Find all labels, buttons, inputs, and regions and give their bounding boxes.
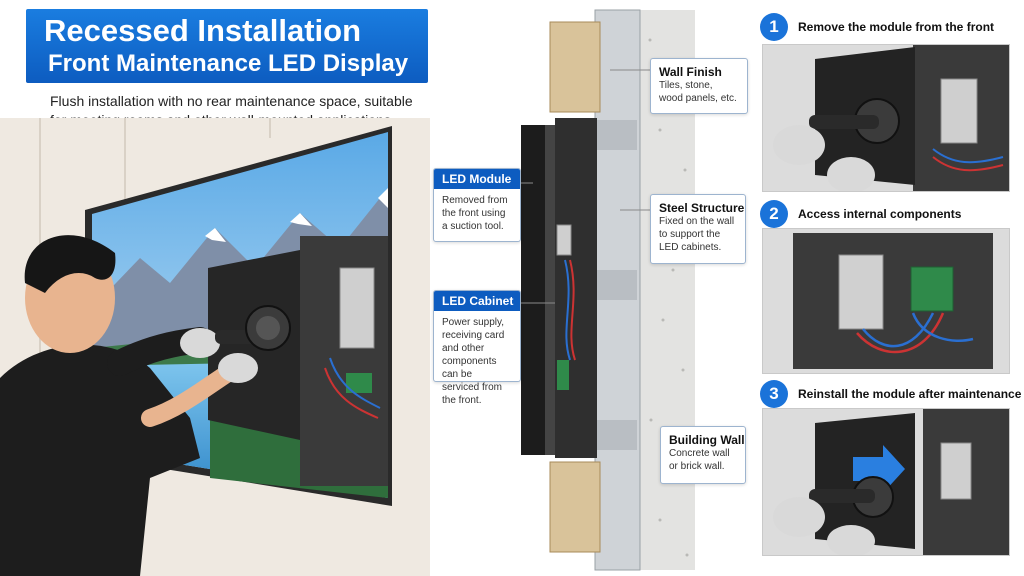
callout-title: LED Cabinet [434,291,520,311]
page-subtitle: Front Maintenance LED Display [48,50,409,77]
callout-title: Building Wall [669,433,745,447]
step-2-number: 2 [760,200,788,228]
glove-hand-icon [773,125,825,165]
callout-text: Tiles, stone, wood panels, etc. [659,80,737,104]
page-title: Recessed Installation [44,13,362,48]
callout-title: LED Module [434,169,520,189]
step-3-label: Reinstall the module after maintenance [798,387,1022,401]
wall-finish-top [549,21,601,113]
callout-text: Removed from the front using a suction t… [442,195,508,232]
step-2-label: Access internal components [798,207,962,221]
callout-text: Concrete wall or brick wall. [669,448,730,472]
callout-title: Wall Finish [659,65,722,79]
step-2-panel [762,228,1010,374]
technician-illustration [0,118,430,576]
title-banner [26,9,428,83]
leader-lines [505,182,535,304]
callout-led-module: LED Module Removed from the front using … [433,168,521,242]
callout-wall-finish: Wall Finish Tiles, stone, wood panels, e… [650,58,748,114]
wall-finish-bottom [549,461,601,553]
glove-hand-icon [827,525,875,555]
step-3-panel [762,408,1010,556]
led-cabinet-section [555,118,597,458]
step-3-number: 3 [760,380,788,408]
glove-hand-icon [180,328,220,358]
callout-text: Fixed on the wall to support the LED cab… [659,216,735,253]
callout-led-cabinet: LED Cabinet Power supply, receiving card… [433,290,521,406]
callout-title: Steel Structure [659,201,745,215]
glove-hand-icon [773,497,825,537]
callout-building-wall: Building Wall Concrete wall or brick wal… [660,426,746,484]
glove-hand-icon [827,157,875,191]
callout-text: Power supply, receiving card and other c… [442,317,505,406]
callout-steel-structure: Steel Structure Fixed on the wall to sup… [650,194,746,264]
technician-body [0,344,200,576]
step-1-panel [762,44,1010,192]
glove-hand-icon [218,353,258,383]
step-1-label: Remove the module from the front [798,20,995,34]
led-module-section [521,125,545,455]
step-1-number: 1 [760,13,788,41]
